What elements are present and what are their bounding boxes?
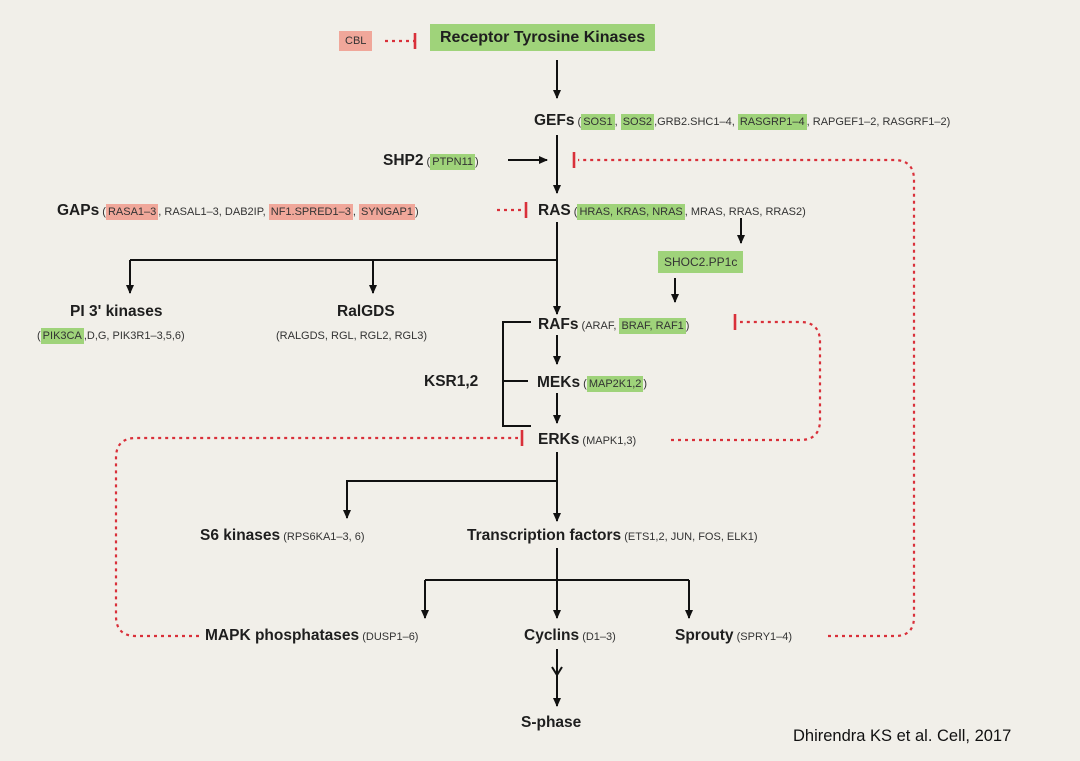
sprouty-sub: (SPRY1–4) [733,631,793,643]
s6k-sub: (RPS6KA1–3, 6) [280,531,365,543]
ksr-bracket [502,321,531,427]
shoc2-node: SHOC2.PP1c [658,251,744,273]
pi3k-rest: ,D,G, PIK3R1–3,5,6) [83,330,185,342]
mapkp-node: MAPK phosphatases (DUSP1–6) [205,628,418,644]
rafs-close: ) [685,320,690,332]
meks-label: MEKs [537,374,581,391]
gene-rasgrp: RASGRP1–4 [737,114,807,130]
gaps-close: ) [414,206,419,218]
pi3k-node-title: PI 3' kinases [70,304,162,320]
shp2-open: ( [423,156,431,168]
rafs-open: (ARAF, [578,320,620,332]
gefs-open: ( [574,116,582,128]
meks-close: ) [643,378,648,390]
shp2-node: SHP2 (PTPN11) [383,152,479,170]
sprouty-node: Sprouty (SPRY1–4) [675,628,792,644]
gefs-sep1: , [614,116,621,128]
mapkp-sub: (DUSP1–6) [359,631,419,643]
gaps-node: GAPs (RASA1–3, RASAL1–3, DAB2IP, NF1.SPR… [57,202,419,220]
cyclins-sub: (D1–3) [579,631,616,643]
mapkp-label: MAPK phosphatases [205,627,360,644]
gene-nf1: NF1.SPRED1–3 [268,204,353,220]
tf-sub: (ETS1,2, JUN, FOS, ELK1) [621,531,758,543]
erks-node: ERKs (MAPK1,3) [538,432,636,448]
gene-pik3ca: PIK3CA [40,328,84,344]
inhibit-mapkp-erks-line [114,436,518,638]
ras-rest: , MRAS, RRAS, RRAS2) [684,206,806,218]
gene-sos2: SOS2 [620,114,655,130]
ksr-label: KSR1,2 [424,373,479,390]
ralgds-label: RalGDS [337,303,395,320]
ksr-node: KSR1,2 [424,374,478,390]
cbl-node: CBL [339,31,373,51]
rtk-label: Receptor Tyrosine Kinases [430,24,656,51]
gaps-mid: , RASAL1–3, DAB2IP, [158,206,269,218]
chevron-cyclins-1 [551,666,563,677]
meks-open: ( [580,378,587,390]
branch-to-s6k [343,480,557,519]
shp2-label: SHP2 [383,152,424,169]
gene-syngap: SYNGAP1 [358,204,415,220]
gefs-rest: , RAPGEF1–2, RASGRF1–2) [806,116,951,128]
gefs-label: GEFs [534,112,575,129]
pi3k-label: PI 3' kinases [70,303,163,320]
erks-sub: (MAPK1,3) [579,435,637,447]
s6k-node: S6 kinases (RPS6KA1–3, 6) [200,528,365,544]
sprouty-label: Sprouty [675,627,734,644]
gene-map2k: MAP2K1,2 [586,376,644,392]
ras-label: RAS [538,202,571,219]
gaps-open: ( [99,206,106,218]
gene-ras-isoforms: HRAS, KRAS, NRAS [577,204,685,220]
gene-sos1: SOS1 [581,114,615,130]
gaps-label: GAPs [57,202,100,219]
shp2-close: ) [475,156,479,168]
ras-open: ( [570,206,578,218]
gene-braf-raf1: BRAF, RAF1 [619,318,686,334]
rtk-node: Receptor Tyrosine Kinases [430,24,656,51]
shoc2-label: SHOC2.PP1c [658,251,744,273]
rafs-node: RAFs (ARAF, BRAF, RAF1) [538,316,690,334]
inhibit-erks-rafs-line [671,320,822,442]
gene-rasa: RASA1–3 [105,204,159,220]
gefs-mid: ,GRB2.SHC1–4, [654,116,738,128]
ralgds-node-title: RalGDS [337,304,395,320]
pi3k-open: ( [37,330,41,342]
gene-ptpn11: PTPN11 [430,154,475,170]
s6k-label: S6 kinases [200,527,281,544]
sphase-label: S-phase [521,714,582,731]
cbl-label: CBL [339,31,373,51]
citation: Dhirendra KS et al. Cell, 2017 [793,728,1011,745]
sphase-node: S-phase [521,715,581,731]
tf-node: Transcription factors (ETS1,2, JUN, FOS,… [467,528,758,544]
erks-label: ERKs [538,431,580,448]
pi3k-node-genes: (PIK3CA,D,G, PIK3R1–3,5,6) [37,327,185,344]
tf-label: Transcription factors [467,527,622,544]
ralgds-node-genes: (RALGDS, RGL, RGL2, RGL3) [276,327,427,343]
cyclins-node: Cyclins (D1–3) [524,628,616,644]
ras-node: RAS (HRAS, KRAS, NRAS, MRAS, RRAS, RRAS2… [538,202,806,220]
cyclins-label: Cyclins [524,627,580,644]
citation-text: Dhirendra KS et al. Cell, 2017 [793,727,1012,745]
meks-node: MEKs (MAP2K1,2) [537,374,648,392]
gefs-node: GEFs (SOS1, SOS2,GRB2.SHC1–4, RASGRP1–4,… [534,112,951,130]
ralgds-sub: (RALGDS, RGL, RGL2, RGL3) [276,330,427,342]
gaps-sep: , [352,206,359,218]
rafs-label: RAFs [538,316,579,333]
inhibit-sprouty-gefs-line [578,158,916,638]
